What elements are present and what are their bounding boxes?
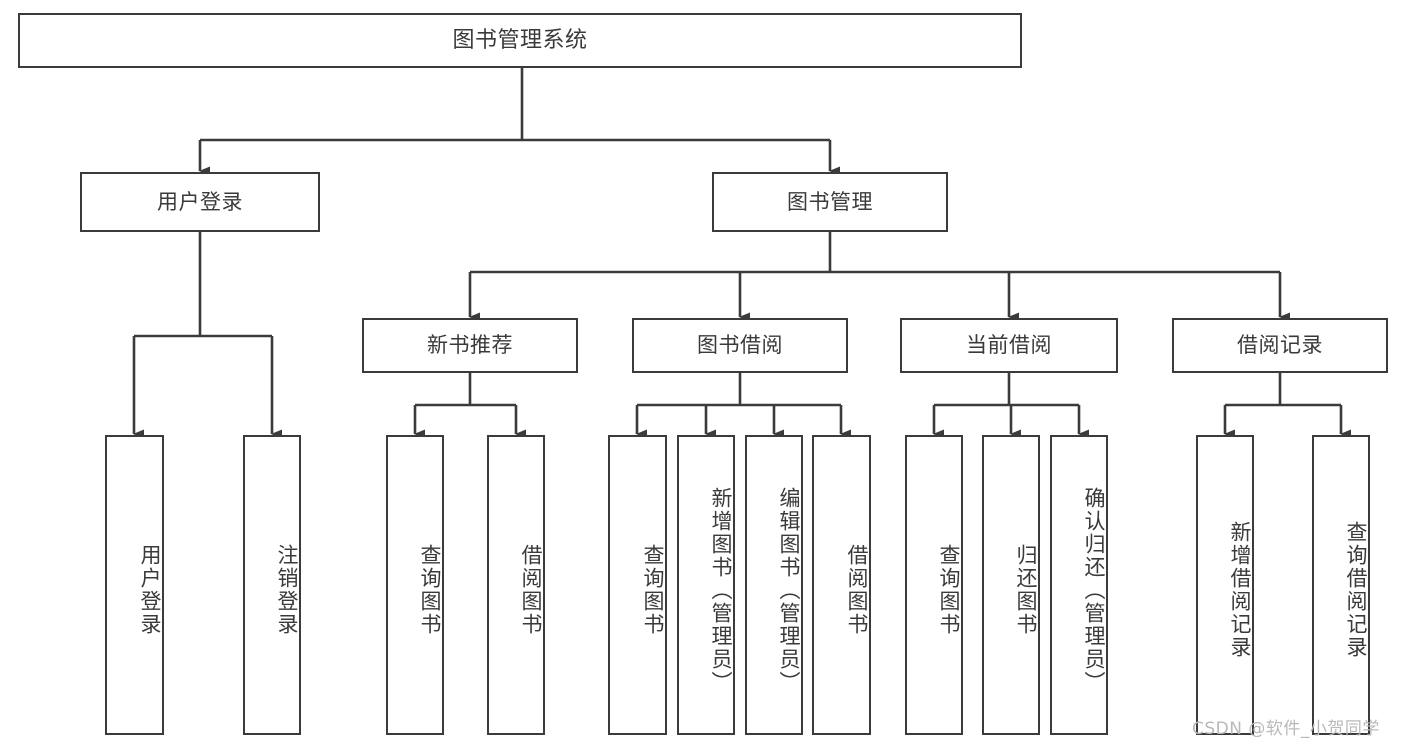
connector-lines bbox=[132, 68, 1351, 439]
node-label: 图书借阅 bbox=[697, 333, 783, 358]
node-label: 查询图书 bbox=[641, 544, 665, 636]
node-label: 新增图书（管理员） bbox=[709, 486, 733, 694]
node-label: 注销登录 bbox=[275, 544, 299, 636]
node-label: 确认归还（管理员） bbox=[1082, 486, 1106, 694]
node-leaf-query-book-1[interactable]: 查询图书 bbox=[386, 435, 444, 735]
node-label: 当前借阅 bbox=[966, 333, 1052, 358]
node-leaf-query-book-2[interactable]: 查询图书 bbox=[608, 435, 667, 735]
node-label: 编辑图书（管理员） bbox=[777, 486, 801, 694]
node-leaf-query-book-3[interactable]: 查询图书 bbox=[905, 435, 963, 735]
node-leaf-logout[interactable]: 注销登录 bbox=[243, 435, 301, 735]
watermark: CSDN @软件_小贺同学 bbox=[1192, 719, 1380, 739]
node-label: 归还图书 bbox=[1014, 544, 1038, 636]
node-label: 图书管理 bbox=[787, 189, 873, 214]
node-label: 查询图书 bbox=[418, 544, 442, 636]
node-leaf-add-book[interactable]: 新增图书（管理员） bbox=[677, 435, 735, 735]
node-label: 借阅图书 bbox=[519, 544, 543, 636]
node-new-book-rec[interactable]: 新书推荐 bbox=[362, 318, 578, 373]
node-borrow-record[interactable]: 借阅记录 bbox=[1172, 318, 1388, 373]
node-label: 用户登录 bbox=[157, 189, 243, 214]
node-current-borrow[interactable]: 当前借阅 bbox=[900, 318, 1118, 373]
node-label: 用户登录 bbox=[138, 544, 162, 636]
node-label: 查询借阅记录 bbox=[1344, 521, 1368, 659]
node-leaf-borrow-book-1[interactable]: 借阅图书 bbox=[487, 435, 545, 735]
node-leaf-borrow-book-2[interactable]: 借阅图书 bbox=[812, 435, 871, 735]
node-label: 新增借阅记录 bbox=[1228, 521, 1252, 659]
node-leaf-edit-book[interactable]: 编辑图书（管理员） bbox=[745, 435, 803, 735]
node-user-login[interactable]: 用户登录 bbox=[80, 172, 320, 232]
node-label: 新书推荐 bbox=[427, 333, 513, 358]
node-label: 借阅图书 bbox=[845, 544, 869, 636]
node-leaf-return-book[interactable]: 归还图书 bbox=[982, 435, 1040, 735]
node-label: 查询图书 bbox=[937, 544, 961, 636]
node-leaf-query-record[interactable]: 查询借阅记录 bbox=[1312, 435, 1370, 735]
node-label: 图书管理系统 bbox=[452, 27, 588, 53]
node-book-borrow[interactable]: 图书借阅 bbox=[632, 318, 848, 373]
node-root[interactable]: 图书管理系统 bbox=[18, 13, 1022, 68]
node-label: 借阅记录 bbox=[1237, 333, 1323, 358]
node-leaf-user-login[interactable]: 用户登录 bbox=[105, 435, 164, 735]
node-leaf-add-record[interactable]: 新增借阅记录 bbox=[1196, 435, 1254, 735]
node-leaf-confirm-return[interactable]: 确认归还（管理员） bbox=[1050, 435, 1108, 735]
node-book-manage[interactable]: 图书管理 bbox=[712, 172, 948, 232]
